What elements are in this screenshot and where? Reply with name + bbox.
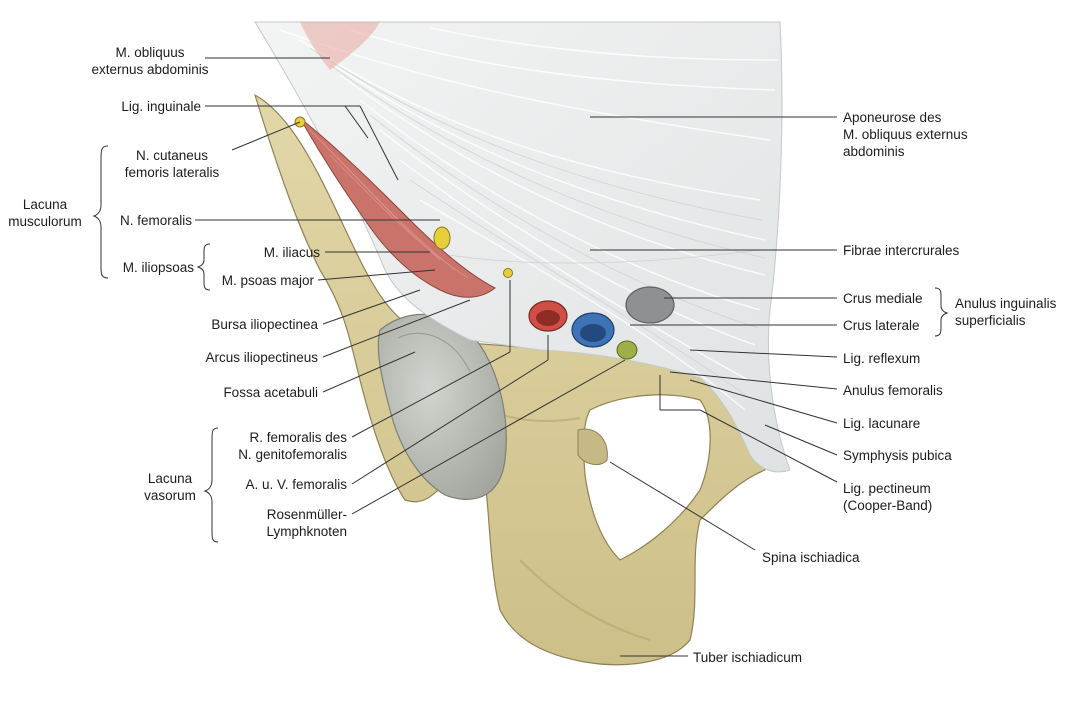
obturator-foramen [583,394,711,561]
iliopsoas-muscle [299,117,496,298]
n-femoralis [433,226,451,250]
rosenmueller-lymph-node [616,340,638,360]
r-femoralis-genitofemoralis [503,268,513,278]
spina-ischiadica [577,428,608,466]
aponeurosis-external-oblique [254,21,791,473]
leader-lines [195,57,838,657]
braces [92,145,949,543]
anulus-inguinalis-superficialis [625,286,675,324]
